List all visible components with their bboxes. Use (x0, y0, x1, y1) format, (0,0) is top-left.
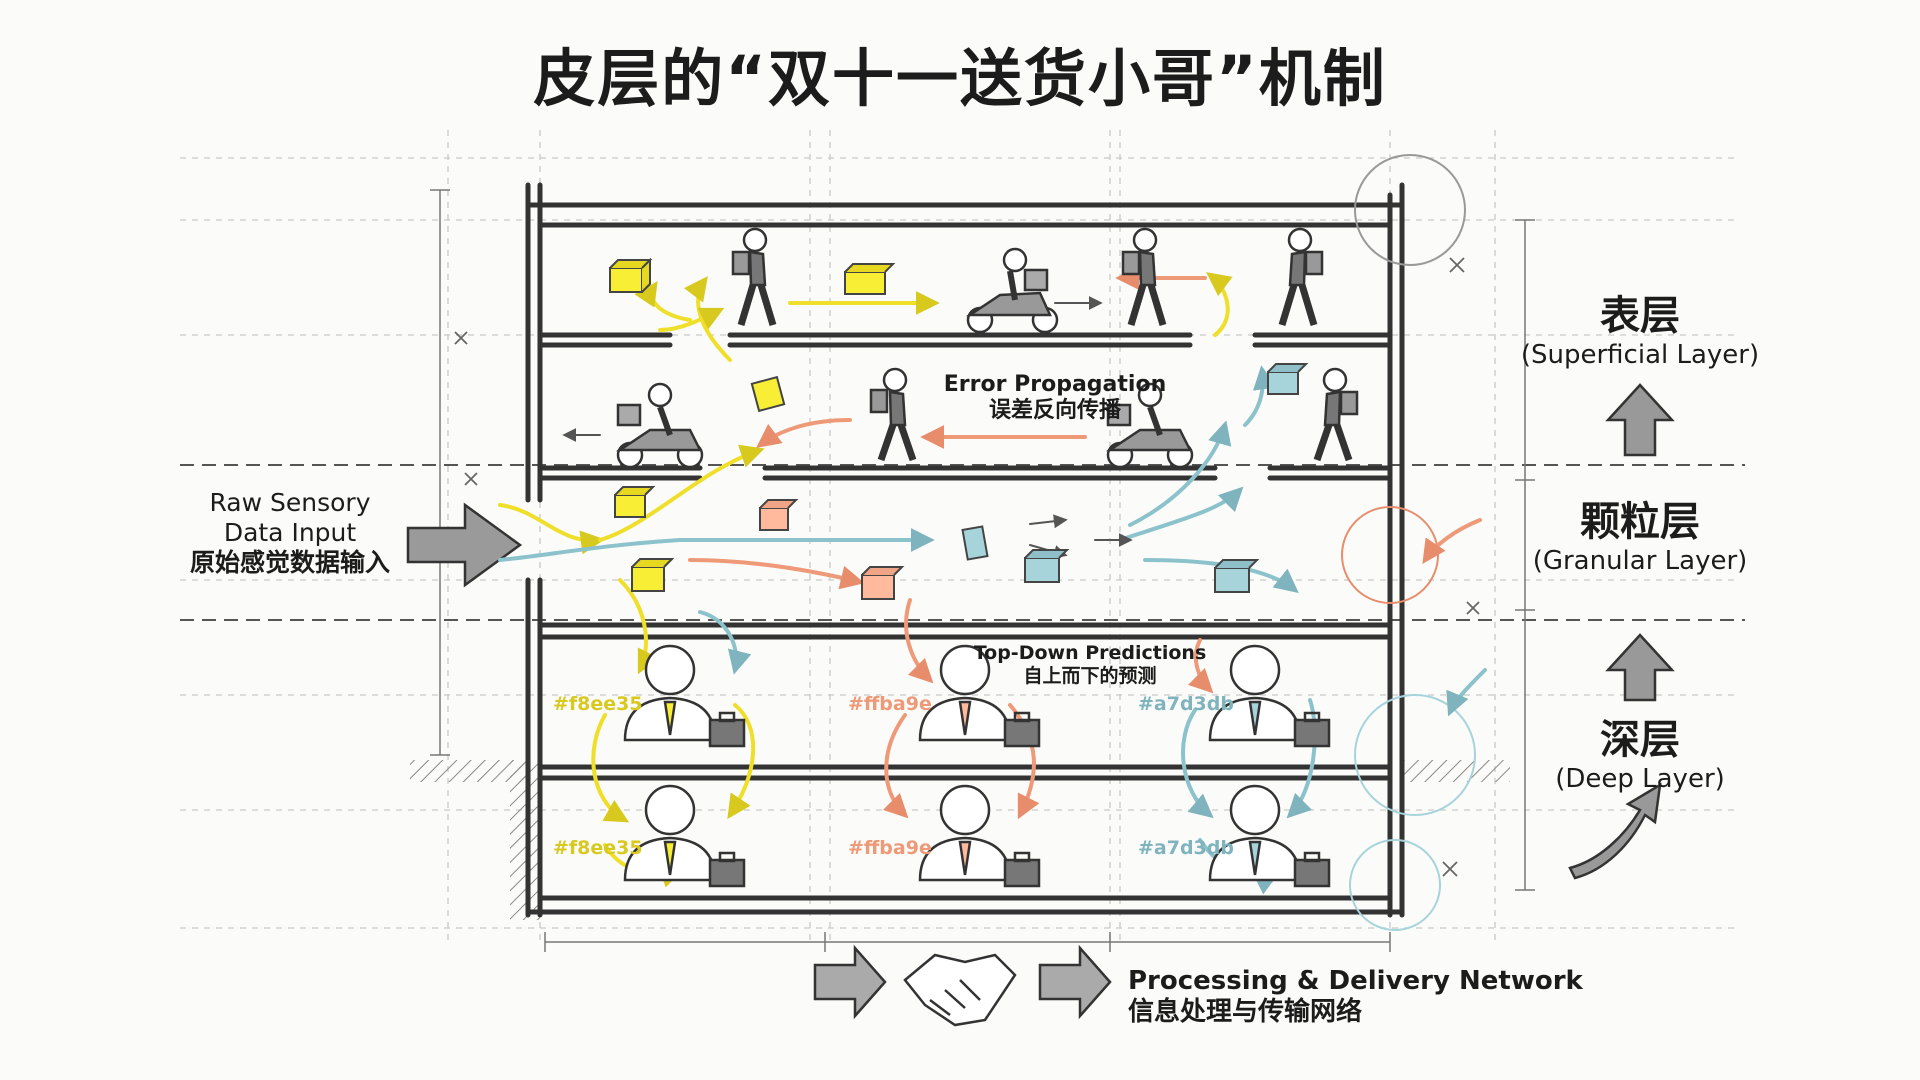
input-arrow-icon (406, 502, 523, 588)
package-icon (759, 499, 799, 531)
briefcase-icon (708, 851, 746, 888)
scooter-courier-icon (615, 382, 704, 469)
arrow-up-icon (1605, 633, 1675, 702)
color-code-blue-lower: #a7d3db (1138, 837, 1234, 859)
package-icon (1214, 559, 1260, 593)
package-icon (1267, 363, 1309, 395)
error-propagation-zh: 误差反向传播 (988, 398, 1121, 424)
color-code-blue-upper: #a7d3db (1138, 693, 1234, 715)
top-down-predictions-en: Top-Down Predictions (973, 642, 1207, 664)
package-icon (609, 257, 653, 293)
deep-layer-en: (Deep Layer) (1555, 764, 1725, 794)
building-structure (525, 182, 1405, 918)
package-icon (861, 566, 905, 600)
office-worker-icon (1208, 784, 1331, 888)
sketch-circles (1341, 154, 1476, 931)
package-icon (1024, 549, 1070, 583)
salmon-flow-arrows (688, 266, 1482, 820)
top-down-predictions-label: Top-Down Predictions 自上而下的预测 (955, 642, 1225, 688)
briefcase-icon (1003, 711, 1041, 748)
color-code-salmon-lower: #ffba9e (848, 837, 932, 859)
package-icon (844, 263, 896, 295)
scooter-couriers (615, 247, 1194, 469)
curved-arrow-icon (1568, 782, 1662, 880)
network-graphics (813, 944, 1112, 1027)
deep-layer-label: 深层 (Deep Layer) (1510, 716, 1770, 795)
input-label-line3: 原始感觉数据输入 (189, 548, 390, 577)
package-icon (961, 525, 989, 561)
arrow-up-icon (1605, 383, 1675, 457)
error-propagation-label: Error Propagation 误差反向传播 (905, 372, 1205, 425)
package-icons (609, 257, 1309, 600)
yellow-flow-arrows (498, 272, 1233, 888)
input-label-line1: Raw Sensory (209, 488, 371, 517)
ground-left (410, 760, 530, 782)
ground-pit (510, 760, 540, 920)
office-worker-icon (918, 784, 1041, 888)
courier-walking-icon (1278, 227, 1324, 327)
package-icon (631, 558, 675, 592)
office-worker-icon (623, 644, 746, 748)
courier-walking-icon (731, 227, 777, 327)
input-label-line2: Data Input (223, 518, 357, 547)
deep-layer-zh: 深层 (1600, 717, 1680, 763)
network-label: Processing & Delivery Network 信息处理与传输网络 (1128, 966, 1583, 1028)
x-marks (454, 257, 1480, 877)
superficial-layer-en: (Superficial Layer) (1520, 340, 1760, 370)
granular-layer-label: 颗粒层 (Granular Layer) (1510, 498, 1770, 577)
handshake-icon (903, 953, 1017, 1027)
office-worker-icon (623, 784, 746, 888)
scooter-courier-icon (965, 247, 1059, 334)
courier-walking-icon (1121, 227, 1167, 327)
briefcase-icon (1293, 711, 1331, 748)
dimension-lines (430, 189, 1535, 952)
briefcase-icon (1003, 851, 1041, 888)
ground-right (1400, 760, 1510, 782)
input-label: Raw Sensory Data Input 原始感觉数据输入 (170, 488, 410, 578)
scooter-courier-icon (1105, 382, 1194, 469)
top-down-predictions-zh: 自上而下的预测 (1023, 664, 1157, 687)
walking-couriers (731, 227, 1359, 462)
color-code-yellow-lower: #f8ee35 (553, 837, 643, 859)
granular-layer-zh: 颗粒层 (1580, 499, 1700, 545)
layer-up-arrows (1568, 383, 1675, 880)
arrow-right-icon (813, 944, 887, 1020)
briefcase-icon (1293, 851, 1331, 888)
network-label-en: Processing & Delivery Network (1128, 966, 1583, 996)
superficial-layer-label: 表层 (Superficial Layer) (1510, 292, 1770, 371)
courier-walking-icon (869, 367, 917, 462)
error-propagation-en: Error Propagation (943, 372, 1167, 397)
briefcase-icon (708, 711, 746, 748)
office-worker-icon (918, 644, 1041, 748)
office-worker-icon (1208, 644, 1331, 748)
color-code-yellow-upper: #f8ee35 (553, 693, 643, 715)
package-icon (614, 486, 656, 518)
office-workers (623, 644, 1331, 888)
layer-dividers (180, 464, 1745, 621)
page-title: 皮层的“双十一送货小哥”机制 (533, 42, 1387, 115)
superficial-layer-zh: 表层 (1600, 293, 1680, 339)
package-icon (750, 375, 786, 413)
granular-layer-en: (Granular Layer) (1532, 546, 1748, 576)
courier-walking-icon (1313, 367, 1359, 462)
arrow-right-icon (1038, 944, 1112, 1020)
network-label-zh: 信息处理与传输网络 (1128, 997, 1363, 1028)
color-code-salmon-upper: #ffba9e (848, 693, 932, 715)
